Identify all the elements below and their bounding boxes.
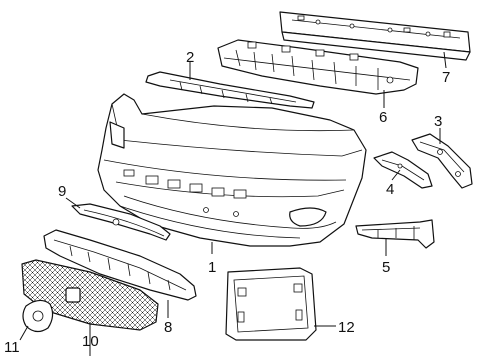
part-reinforcement-beam [279,11,471,61]
part-upper-deflector [145,71,315,109]
part-upper-grille-trim [71,203,171,241]
callout-4: 4 [386,181,394,198]
part-license-plate-bracket [225,267,317,341]
callout-1: 1 [208,259,216,276]
part-bracket-side-right [373,151,433,189]
callout-10: 10 [82,333,99,350]
leader-lines [19,51,447,356]
callout-8: 8 [164,319,172,336]
part-energy-absorber [217,39,419,95]
callout-5: 5 [382,259,390,276]
callout-6: 6 [379,109,387,126]
callout-2: 2 [186,49,194,66]
callout-9: 9 [58,183,66,200]
part-mesh-grille [21,259,159,331]
callout-3: 3 [434,113,442,130]
callout-11: 11 [4,339,20,356]
callout-7: 7 [442,69,450,86]
callout-12: 12 [338,319,355,336]
part-grille-frame [43,229,197,301]
part-tow-hook-cover [22,299,54,333]
part-lower-bracket [355,219,435,249]
part-bumper-cover [97,93,367,247]
part-bracket-upper-right [411,133,473,189]
